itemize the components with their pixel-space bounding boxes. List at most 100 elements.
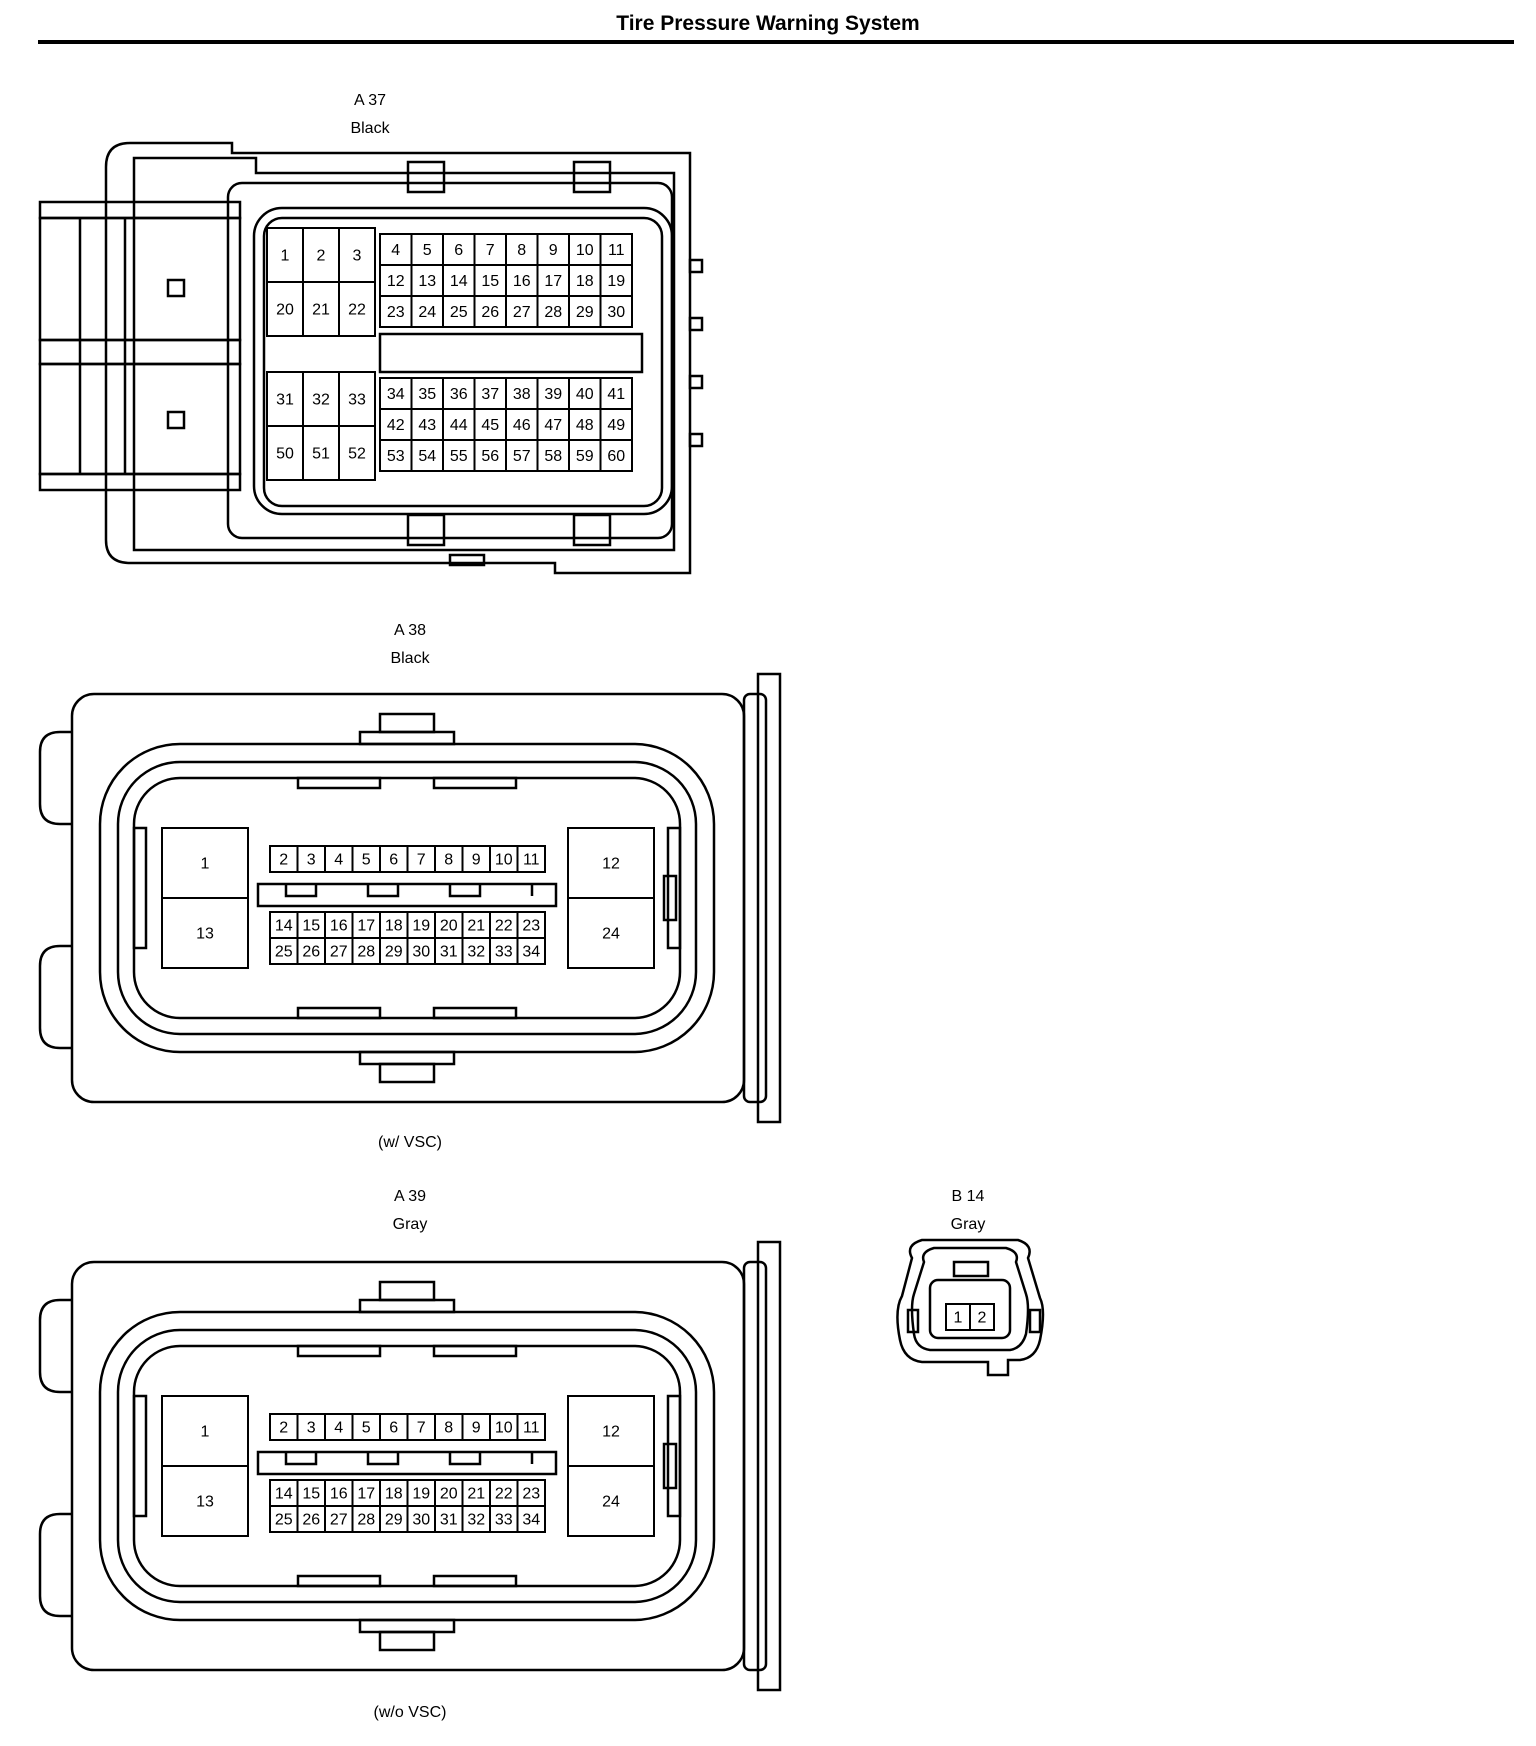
- a37-pin-30: 30: [599, 295, 633, 328]
- svg-text:36: 36: [450, 386, 468, 403]
- b14-connector-id: B 14: [951, 1188, 985, 1205]
- svg-text:12: 12: [387, 273, 405, 290]
- a39-pin-7: 7: [406, 1413, 436, 1441]
- svg-text:17: 17: [357, 918, 375, 935]
- a38-pin-30: 30: [406, 937, 436, 965]
- a37-pin-4: 4: [379, 233, 413, 266]
- svg-text:16: 16: [513, 273, 531, 290]
- svg-text:5: 5: [362, 1420, 371, 1437]
- svg-text:24: 24: [418, 304, 436, 321]
- b14-pin-1: 1: [945, 1303, 971, 1331]
- a38-pin-11: 11: [516, 845, 546, 873]
- title-divider: [38, 40, 1514, 44]
- svg-text:31: 31: [440, 1512, 458, 1529]
- a37-pin-17: 17: [536, 264, 570, 297]
- a38-pin-10: 10: [489, 845, 519, 873]
- a38-pin-17: 17: [351, 911, 381, 939]
- svg-text:34: 34: [522, 1512, 540, 1529]
- svg-text:30: 30: [607, 304, 625, 321]
- a37-connector-color: Black: [350, 120, 390, 137]
- svg-text:16: 16: [330, 918, 348, 935]
- svg-text:1: 1: [201, 1424, 210, 1441]
- a38-pin-9: 9: [461, 845, 491, 873]
- svg-text:8: 8: [444, 1420, 453, 1437]
- svg-text:2: 2: [279, 852, 288, 869]
- a38-connector-id: A 38: [393, 622, 427, 639]
- svg-text:24: 24: [602, 926, 620, 943]
- svg-text:9: 9: [549, 242, 558, 259]
- connector-a39: [38, 1240, 782, 1692]
- svg-text:57: 57: [513, 448, 531, 465]
- svg-text:10: 10: [495, 1420, 513, 1437]
- svg-text:28: 28: [357, 1512, 375, 1529]
- connector-b14: [896, 1238, 1045, 1377]
- a39-pin-13: 13: [161, 1465, 249, 1537]
- a37-pin-10: 10: [568, 233, 602, 266]
- a39-pin-16: 16: [324, 1479, 354, 1507]
- a38-pin-14: 14: [269, 911, 299, 939]
- svg-text:18: 18: [385, 918, 403, 935]
- svg-text:28: 28: [357, 944, 375, 961]
- svg-text:35: 35: [418, 386, 436, 403]
- svg-text:52: 52: [348, 446, 366, 463]
- a37-pin-20: 20: [266, 281, 304, 337]
- svg-text:6: 6: [389, 852, 398, 869]
- svg-text:20: 20: [276, 302, 294, 319]
- a37-pin-59: 59: [568, 439, 602, 472]
- svg-text:29: 29: [576, 304, 594, 321]
- a39-pin-15: 15: [296, 1479, 326, 1507]
- a37-pin-21: 21: [302, 281, 340, 337]
- a39-pin-1: 1: [161, 1395, 249, 1467]
- a37-pin-47: 47: [536, 408, 570, 441]
- a38-pin-6: 6: [379, 845, 409, 873]
- a38-pin-13: 13: [161, 897, 249, 969]
- a39-pin-31: 31: [434, 1505, 464, 1533]
- a37-pin-40: 40: [568, 377, 602, 410]
- svg-text:11: 11: [523, 852, 540, 869]
- a39-pin-21: 21: [461, 1479, 491, 1507]
- svg-text:16: 16: [330, 1486, 348, 1503]
- svg-text:31: 31: [276, 392, 294, 409]
- a39-pin-30: 30: [406, 1505, 436, 1533]
- a37-pin-28: 28: [536, 295, 570, 328]
- svg-text:1: 1: [954, 1310, 963, 1327]
- svg-text:7: 7: [417, 1420, 426, 1437]
- svg-text:21: 21: [467, 918, 485, 935]
- a39-pin-28: 28: [351, 1505, 381, 1533]
- a37-pin-43: 43: [410, 408, 444, 441]
- a37-pin-26: 26: [473, 295, 507, 328]
- svg-text:20: 20: [440, 918, 458, 935]
- svg-text:34: 34: [387, 386, 405, 403]
- a38-pin-29: 29: [379, 937, 409, 965]
- svg-text:22: 22: [495, 1486, 513, 1503]
- a39-connector-note: (w/o VSC): [373, 1704, 447, 1721]
- a37-pin-45: 45: [473, 408, 507, 441]
- svg-text:24: 24: [602, 1494, 620, 1511]
- a38-pin-4: 4: [324, 845, 354, 873]
- a39-pin-23: 23: [516, 1479, 546, 1507]
- svg-text:43: 43: [418, 417, 436, 434]
- svg-text:2: 2: [978, 1310, 987, 1327]
- svg-text:22: 22: [495, 918, 513, 935]
- svg-text:13: 13: [196, 1494, 214, 1511]
- a39-pin-4: 4: [324, 1413, 354, 1441]
- svg-text:3: 3: [307, 852, 316, 869]
- a37-pin-60: 60: [599, 439, 633, 472]
- svg-text:8: 8: [444, 852, 453, 869]
- a37-pin-19: 19: [599, 264, 633, 297]
- a38-pin-19: 19: [406, 911, 436, 939]
- svg-text:54: 54: [418, 448, 436, 465]
- a37-pin-37: 37: [473, 377, 507, 410]
- a37-pin-3: 3: [338, 227, 376, 283]
- a38-pin-18: 18: [379, 911, 409, 939]
- svg-text:11: 11: [523, 1420, 540, 1437]
- a38-pin-2: 2: [269, 845, 299, 873]
- a39-pin-22: 22: [489, 1479, 519, 1507]
- svg-text:40: 40: [576, 386, 594, 403]
- svg-text:32: 32: [312, 392, 330, 409]
- a39-pin-25: 25: [269, 1505, 299, 1533]
- svg-text:53: 53: [387, 448, 405, 465]
- a38-pin-22: 22: [489, 911, 519, 939]
- a37-pin-41: 41: [599, 377, 633, 410]
